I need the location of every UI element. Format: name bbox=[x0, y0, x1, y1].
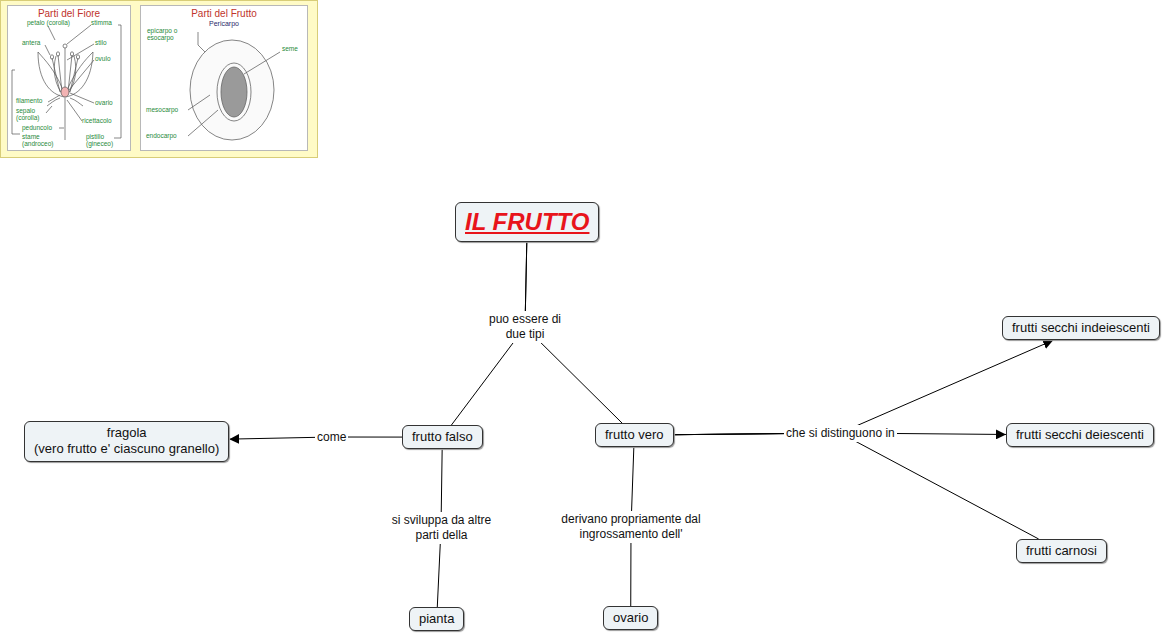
node-text: frutti secchi deiescenti bbox=[1016, 427, 1144, 443]
node-text: ovario bbox=[613, 610, 648, 626]
link-label: derivano propriamente dal ingrossamento … bbox=[549, 511, 713, 543]
ovary bbox=[61, 87, 69, 97]
part-label: antera bbox=[22, 39, 52, 46]
concept-box: ovario bbox=[603, 606, 658, 630]
part-label: epicarpo o esocarpo bbox=[147, 27, 193, 41]
link-arrow bbox=[674, 340, 1054, 434]
concept-box: frutti carnosi bbox=[1016, 539, 1107, 563]
seed bbox=[221, 67, 247, 117]
part-label: mesocarpo bbox=[146, 106, 191, 113]
part-label: ovulo bbox=[95, 55, 120, 62]
node-text: pianta bbox=[419, 611, 454, 627]
concept-box: frutto vero bbox=[595, 423, 674, 447]
inset-background bbox=[1, 1, 318, 158]
part-label: ovario bbox=[95, 99, 125, 106]
title-text: IL FRUTTO bbox=[465, 207, 589, 237]
part-label: pistillo (gineceo) bbox=[86, 133, 126, 147]
part-label: stimma bbox=[91, 19, 121, 26]
concept-box: pianta bbox=[409, 607, 464, 631]
node-text: frutto falso bbox=[412, 429, 473, 445]
concept-box: frutto falso bbox=[402, 425, 483, 449]
link-line bbox=[674, 433, 1039, 539]
node-text: frutto vero bbox=[605, 427, 664, 443]
part-label: stilo bbox=[95, 39, 120, 46]
part-label: seme bbox=[282, 45, 306, 52]
panel-heading: Parti del Frutto bbox=[141, 8, 307, 20]
part-label: peduncolo bbox=[22, 124, 62, 131]
node-text: (vero frutto e' ciascuno granello) bbox=[34, 441, 219, 457]
part-label: filamento bbox=[16, 97, 56, 104]
endocarp bbox=[217, 63, 251, 121]
pistil bbox=[65, 48, 66, 88]
node-text: frutti carnosi bbox=[1026, 543, 1097, 559]
concept-box: frutti secchi indeiescenti bbox=[1002, 316, 1160, 340]
link-label: come bbox=[315, 429, 348, 446]
part-label: ricettacolo bbox=[82, 117, 127, 124]
link-label: puo essere di due tipi bbox=[483, 311, 567, 343]
link-label: si sviluppa da altre parti della bbox=[377, 512, 506, 544]
title-box: IL FRUTTO bbox=[455, 202, 599, 242]
part-label: petalo (corolla) bbox=[27, 19, 87, 26]
panel-heading: Parti del Fiore bbox=[8, 8, 130, 20]
node-text: frutti secchi indeiescenti bbox=[1012, 320, 1150, 336]
part-label: endocarpo bbox=[146, 132, 191, 139]
part-label: stame (androceo) bbox=[22, 133, 62, 147]
node-text: fragola bbox=[34, 425, 219, 441]
fruit-outline bbox=[190, 40, 274, 140]
link-label: che si distinguono in bbox=[784, 425, 897, 442]
part-label: sepalo (corolla) bbox=[16, 107, 46, 121]
concept-box: fragola(vero frutto e' ciascuno granello… bbox=[24, 421, 229, 462]
concept-box: frutti secchi deiescenti bbox=[1006, 423, 1154, 447]
stem bbox=[65, 98, 66, 140]
